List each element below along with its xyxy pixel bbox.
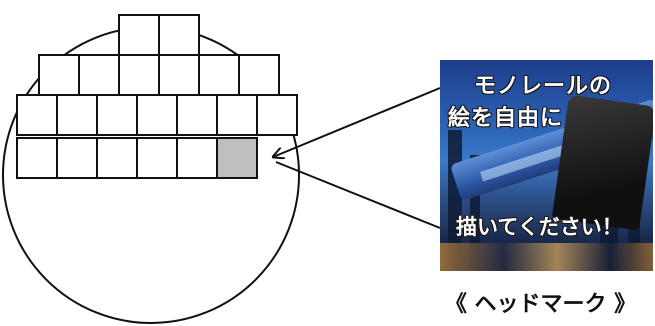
grid-cell — [176, 137, 218, 179]
grid-cell — [16, 94, 58, 136]
grid-cell — [136, 94, 178, 136]
photo-text-line-1: モノレールの — [474, 74, 613, 99]
grid-cell — [136, 137, 178, 179]
headmark-caption: 《 ヘッドマーク 》 — [444, 292, 637, 317]
cell-grid — [16, 14, 298, 179]
pointer-arrow-upper — [273, 87, 441, 157]
grid-cell — [118, 54, 160, 96]
monorail-headmark-photo: モノレールの 絵を自由に 描いてください！ — [440, 60, 653, 271]
grid-cell — [118, 14, 160, 56]
grid-cell — [256, 94, 298, 136]
grid-cell — [198, 54, 240, 96]
city-lights — [440, 243, 653, 271]
photo-text-line-2: 絵を自由に — [448, 106, 564, 131]
highlighted-cell — [216, 137, 258, 179]
grid-cell — [158, 54, 200, 96]
grid-cell — [158, 14, 200, 56]
grid-cell — [16, 137, 58, 179]
grid-cell — [56, 137, 98, 179]
grid-cell — [216, 94, 258, 136]
grid-cell — [176, 94, 218, 136]
grid-cell — [96, 137, 138, 179]
grid-cell — [78, 54, 120, 96]
grid-cell — [38, 54, 80, 96]
background-building — [470, 155, 480, 270]
grid-cell — [96, 94, 138, 136]
photo-text-line-3: 描いてください！ — [456, 215, 623, 239]
grid-cell — [56, 94, 98, 136]
pointer-arrow-lower — [275, 161, 441, 229]
grid-cell — [238, 54, 280, 96]
